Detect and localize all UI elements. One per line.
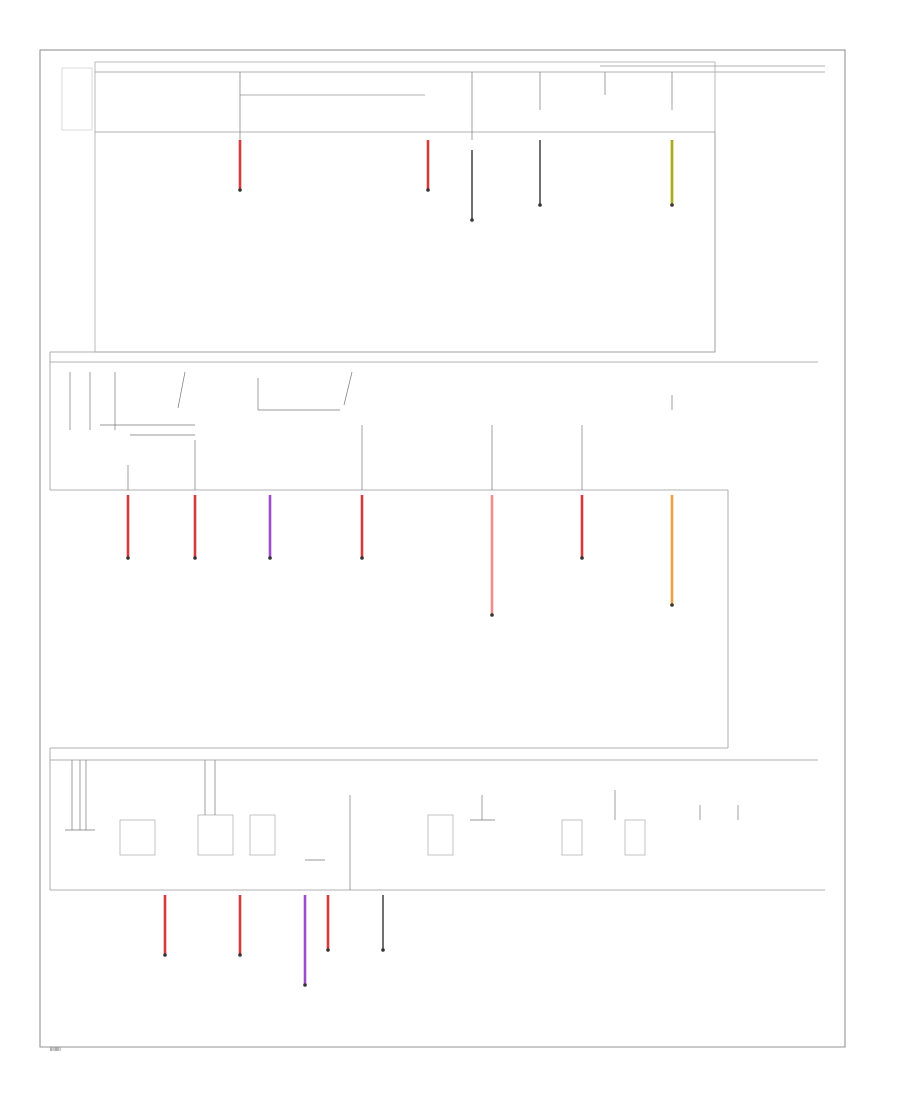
connector-dot [670, 203, 674, 207]
connector-dot [490, 613, 494, 617]
section-2 [49, 351, 818, 748]
component-box [119, 819, 156, 856]
section-1-frame [94, 61, 716, 353]
connector-dot [670, 603, 674, 607]
connector-dot [381, 948, 385, 952]
connector-dot [238, 953, 242, 957]
connector-dot [268, 556, 272, 560]
connector-dot [470, 218, 474, 222]
component-box [561, 819, 583, 856]
section-3 [49, 747, 825, 987]
connector-dot [163, 953, 167, 957]
fuse-block-1 [61, 67, 93, 131]
component-box [197, 814, 234, 856]
switch-blade [343, 371, 353, 406]
connector-dot [326, 948, 330, 952]
switch-blade [177, 371, 186, 409]
page-code: IIIIIIIII [50, 1047, 61, 1052]
component-box [427, 814, 454, 856]
component-box [249, 814, 276, 856]
connector-dot [303, 983, 307, 987]
connector-dot [238, 188, 242, 192]
outer-frame [39, 49, 846, 1048]
component-box [624, 819, 646, 856]
connector-dot [360, 556, 364, 560]
section-1 [61, 61, 825, 353]
connector-dot [580, 556, 584, 560]
connector-dot [126, 556, 130, 560]
connector-dot [193, 556, 197, 560]
connector-dot [538, 203, 542, 207]
connector-dot [426, 188, 430, 192]
